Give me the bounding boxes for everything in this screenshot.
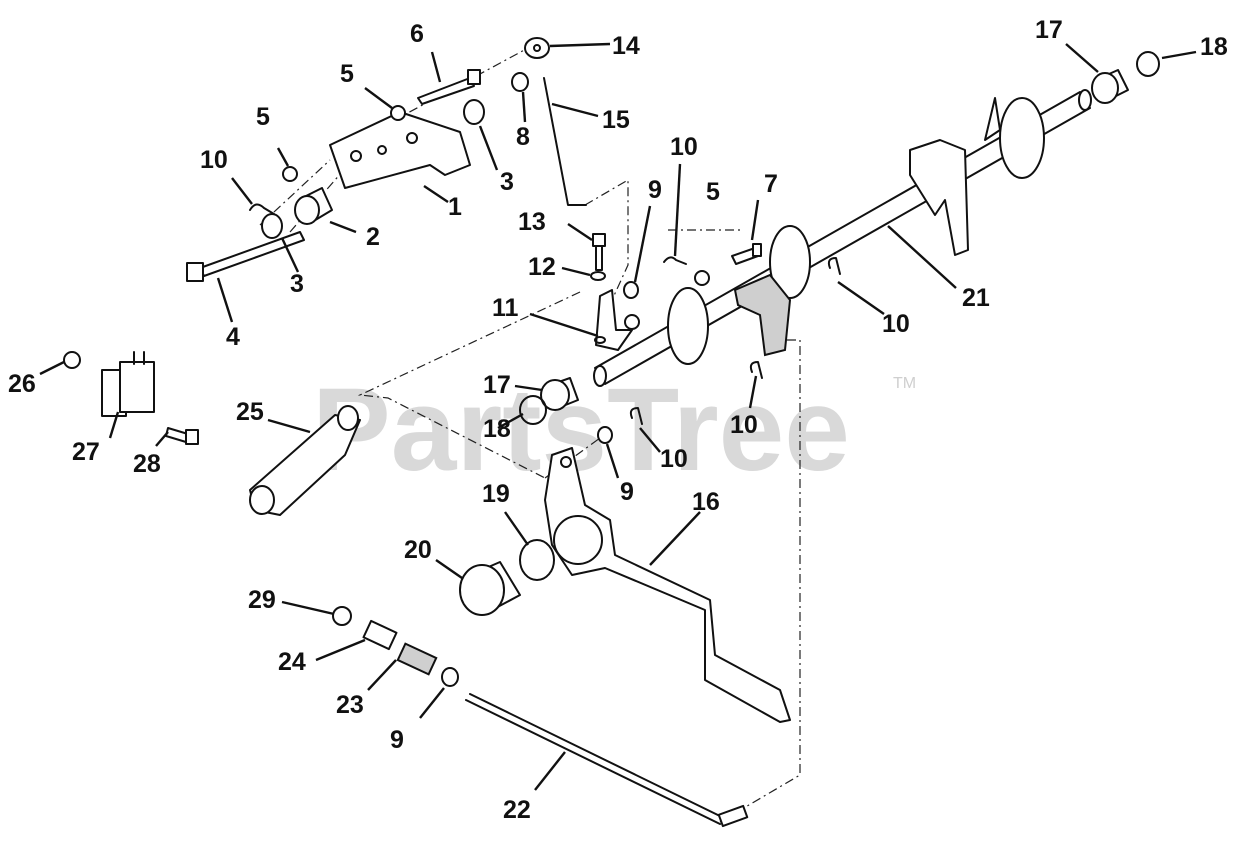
- part-10-clip-b: [663, 256, 687, 265]
- part-9-washer-b: [597, 426, 613, 444]
- callout-29: 29: [248, 586, 276, 614]
- callout-9-c: 9: [390, 726, 404, 754]
- part-22-rod: [465, 693, 749, 828]
- part-20-bushing: [459, 561, 521, 616]
- part-8-bushing: [511, 72, 529, 92]
- callout-labels: 1 2 3 3 4 5 5 5 6 7 8 9 9 9 10 10 10 10 …: [8, 16, 1228, 824]
- part-11-bracket: [594, 289, 633, 351]
- part-10-clip-e: [629, 407, 643, 425]
- callout-26: 26: [8, 370, 36, 398]
- callout-10-c: 10: [882, 310, 910, 338]
- watermark-trademark: TM: [893, 375, 916, 392]
- watermark-text: PartsTree: [312, 364, 850, 496]
- callout-10-b: 10: [670, 133, 698, 161]
- callout-21: 21: [962, 284, 990, 312]
- callout-10-a: 10: [200, 146, 228, 174]
- part-17-bushing-right: [1091, 69, 1129, 104]
- part-25-handle: [249, 405, 361, 516]
- callout-15: 15: [602, 106, 630, 134]
- part-17-bushing-left: [540, 377, 579, 411]
- callout-10-d: 10: [730, 411, 758, 439]
- callout-23: 23: [336, 691, 364, 719]
- callout-24: 24: [278, 648, 306, 676]
- callout-18-right: 18: [1200, 33, 1228, 61]
- callout-11: 11: [492, 294, 519, 322]
- part-24-sleeve: [362, 619, 398, 651]
- part-5-nut-c: [694, 270, 710, 286]
- part-26-nut: [63, 351, 81, 369]
- part-14-pivot: [524, 37, 550, 59]
- callout-19: 19: [482, 480, 510, 508]
- callout-17-right: 17: [1035, 16, 1063, 44]
- part-4-bolt: [186, 231, 305, 282]
- part-29-nut: [332, 606, 352, 626]
- part-9-washer-a: [623, 281, 639, 299]
- callout-13: 13: [518, 208, 546, 236]
- callout-2: 2: [366, 223, 380, 251]
- part-13-bolt: [592, 233, 606, 271]
- part-18-ring-right: [1136, 51, 1160, 77]
- callout-3-lower: 3: [290, 270, 304, 298]
- callout-12: 12: [528, 253, 556, 281]
- part-9-washer-c: [441, 667, 459, 687]
- callout-9-a: 9: [648, 176, 662, 204]
- part-3-washer-upper: [463, 99, 485, 125]
- callout-4: 4: [226, 323, 240, 351]
- callout-18-left: 18: [483, 415, 511, 443]
- part-16-lever: [544, 447, 791, 723]
- part-15-rod: [543, 77, 587, 206]
- part-28-screw: [165, 427, 199, 445]
- callout-leaders: [39, 42, 1197, 791]
- callout-1: 1: [448, 193, 462, 221]
- callout-5-a: 5: [340, 60, 354, 88]
- callout-5-c: 5: [706, 178, 720, 206]
- watermark: PartsTree TM: [312, 364, 916, 496]
- callout-5-b: 5: [256, 103, 270, 131]
- callout-22: 22: [503, 796, 531, 824]
- callout-16: 16: [692, 488, 720, 516]
- part-2-spacer: [294, 187, 333, 225]
- part-27-switch: [101, 351, 155, 417]
- part-10-clip-a: [249, 203, 275, 215]
- callout-7: 7: [764, 170, 778, 198]
- part-7-pin: [731, 243, 762, 265]
- callout-17-left: 17: [483, 371, 511, 399]
- part-23-spring: [396, 642, 438, 676]
- callout-10-e: 10: [660, 445, 688, 473]
- callout-6: 6: [410, 20, 424, 48]
- callout-25: 25: [236, 398, 264, 426]
- part-10-clip-c: [827, 257, 841, 275]
- part-19-ring: [519, 539, 555, 581]
- callout-14: 14: [612, 32, 640, 60]
- part-10-clip-d: [749, 361, 763, 379]
- part-6-bolt: [417, 69, 481, 105]
- callout-9-b: 9: [620, 478, 634, 506]
- callout-20: 20: [404, 536, 432, 564]
- part-5-nut-d: [624, 314, 640, 330]
- part-18-ring-left: [519, 395, 547, 425]
- callout-27: 27: [72, 438, 100, 466]
- part-5-nut-a: [390, 105, 406, 121]
- callout-8: 8: [516, 123, 530, 151]
- part-3-washer-lower: [261, 213, 283, 239]
- part-1-bracket: [329, 111, 471, 189]
- part-21-cross-shaft: [593, 89, 1092, 387]
- part-12-washer: [590, 271, 606, 281]
- callout-28: 28: [133, 450, 161, 478]
- part-5-nut-b: [282, 166, 298, 182]
- callout-3-upper: 3: [500, 168, 514, 196]
